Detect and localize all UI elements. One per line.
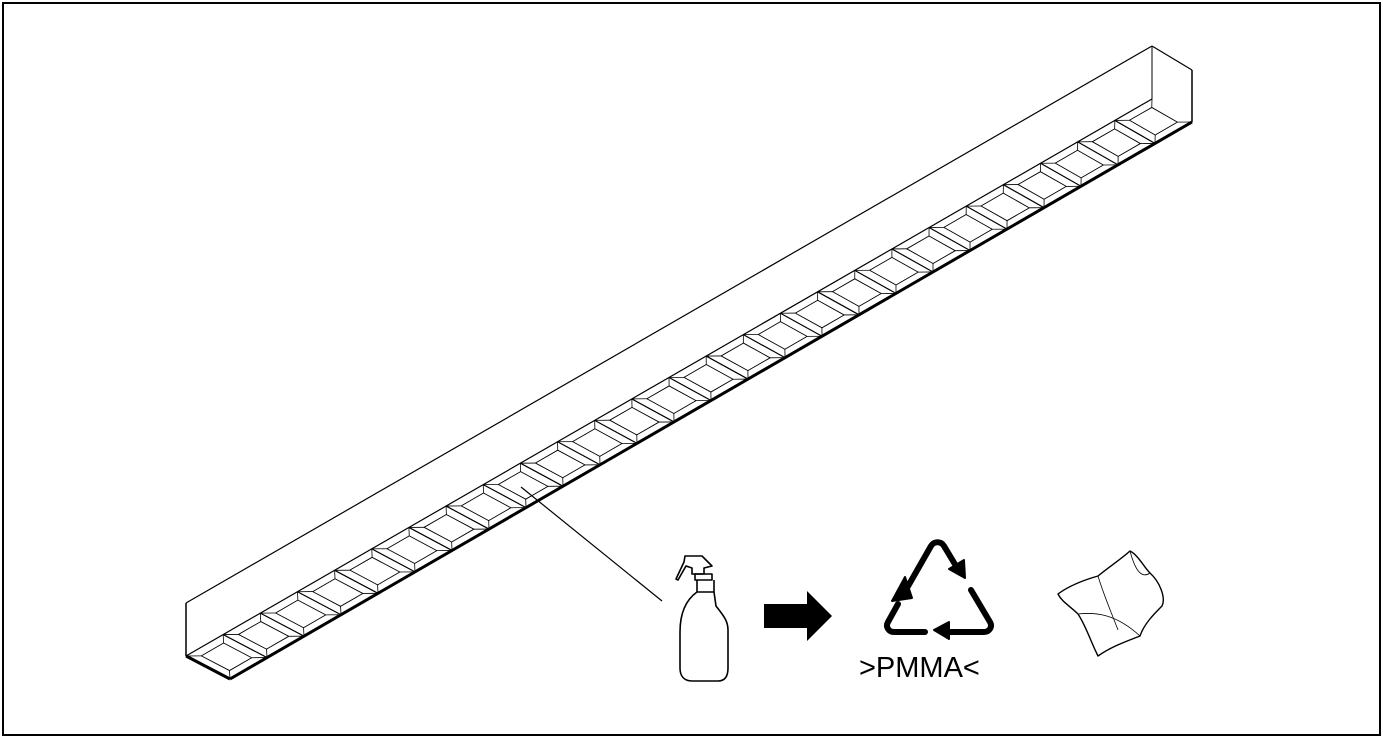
- louver-reflector: [312, 578, 364, 607]
- louver-divider: [743, 334, 786, 359]
- louver-divider: [445, 505, 490, 530]
- cloth-icon: [1057, 550, 1164, 657]
- louver-divider: [297, 591, 342, 616]
- recycle-icon: [883, 539, 995, 640]
- louver-reflector: [1017, 171, 1067, 200]
- louver-divider: [1077, 141, 1119, 166]
- pmma-material-label: >PMMA<: [859, 652, 980, 684]
- louver-divider: [965, 205, 1008, 230]
- louver-reflector: [535, 449, 586, 479]
- louver-reflector: [943, 214, 993, 243]
- louver-divider: [1003, 184, 1045, 209]
- louver-reflector: [757, 321, 808, 350]
- louver-divider: [408, 526, 453, 551]
- louver-divider: [185, 655, 231, 680]
- louver-divider: [631, 398, 675, 423]
- linear-luminaire: [185, 45, 1193, 681]
- louver-reflector: [980, 192, 1030, 222]
- louver-grid: [185, 98, 1193, 680]
- louver-divider: [854, 269, 897, 294]
- louver-divider: [371, 548, 416, 573]
- louver-divider: [705, 355, 749, 380]
- arrow-right-icon: [764, 591, 832, 641]
- louver-divider: [1114, 119, 1156, 144]
- louver-reflector: [238, 621, 290, 650]
- louver-reflector: [1129, 106, 1178, 136]
- louver-divider: [260, 612, 305, 637]
- louver-divider: [594, 419, 638, 444]
- louver-reflector: [1054, 149, 1104, 179]
- louver-reflector: [497, 471, 549, 500]
- louver-divider: [891, 248, 934, 273]
- louver-reflector: [609, 406, 660, 436]
- louver-divider: [482, 484, 527, 509]
- louver-divider: [817, 291, 860, 316]
- louver-divider: [928, 227, 971, 252]
- louver-divider: [668, 376, 712, 402]
- louver-reflector: [794, 299, 845, 329]
- louver-reflector: [683, 364, 734, 393]
- louver-reflector: [1091, 128, 1141, 157]
- luminaire-back-edge: [185, 45, 1153, 604]
- louver-divider: [780, 312, 823, 337]
- louver-divider: [1040, 162, 1082, 187]
- louver-reflector: [386, 535, 438, 564]
- louver-reflector: [869, 256, 919, 286]
- louver-reflector: [423, 514, 475, 543]
- louver-reflector: [906, 235, 956, 264]
- louver-facet-edge: [229, 670, 231, 680]
- louver-divider: [222, 634, 268, 659]
- louver-reflector: [720, 342, 771, 372]
- louver-reflector: [349, 556, 401, 586]
- louver-divider: [334, 569, 379, 594]
- leader-line: [520, 486, 663, 602]
- luminaire-right-end-back: [1151, 45, 1193, 71]
- louver-reflector: [832, 278, 882, 307]
- louver-reflector: [572, 428, 623, 457]
- louver-reflector: [275, 599, 327, 629]
- louver-divider: [557, 441, 601, 466]
- louver-reflector: [460, 492, 512, 522]
- louver-divider: [520, 462, 564, 487]
- louver-reflector: [646, 385, 697, 414]
- spray-bottle-icon: [675, 555, 729, 682]
